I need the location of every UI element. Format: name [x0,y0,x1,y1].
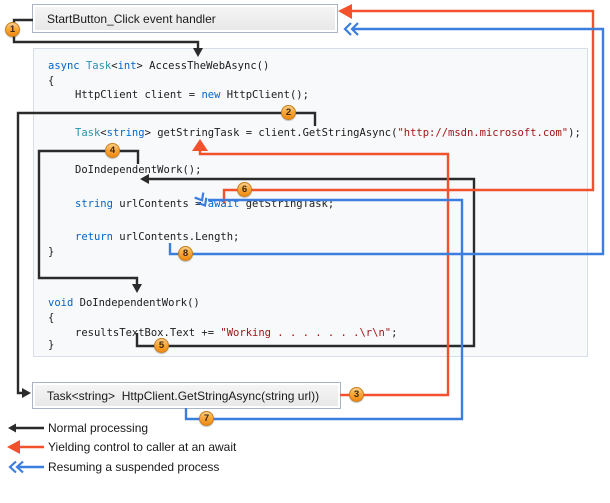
step-badge-4: 4 [105,143,120,158]
step-badge-3: 3 [349,387,364,402]
step-badge-1: 1 [5,22,20,37]
legend-normal-arrowhead [8,423,16,433]
start-handler-label: StartButton_Click event handler [47,11,216,26]
code-line-await: string urlContents = await getStringTask… [75,198,334,210]
legend-arrows [7,423,44,474]
code-segment: Task [85,60,112,72]
code-line-close-brace: } [48,246,54,258]
start-handler-box: StartButton_Click event handler [32,4,338,33]
code-segment: { [48,75,55,87]
step-badge-8: 8 [178,246,193,261]
code-segment: > AccessTheWebAsync() [136,60,270,72]
code-segment: new [201,89,221,101]
code-line-close-brace-2: } [48,339,54,351]
code-segment: void [48,297,74,309]
step-badge-7: 7 [199,411,214,426]
legend-label-resume: Resuming a suspended process [48,460,220,474]
legend-yield-arrowhead [7,440,20,454]
code-segment: urlContents.Length; [112,231,240,243]
code-segment: } [48,246,55,258]
code-segment: > getStringTask = client.GetStringAsync( [144,127,398,139]
getstringasync-box: Task<string> HttpClient.GetStringAsync(s… [32,382,341,409]
code-segment: return [75,231,113,243]
code-line-open-brace: { [48,75,54,87]
code-segment: } [48,339,55,351]
arrowhead-into-getstringasync-box [22,388,31,398]
code-segment: < [111,60,118,72]
code-segment: "Working . . . . . . .\r\n" [220,327,392,339]
code-segment: ); [568,127,581,139]
code-segment: getStringTask; [239,198,335,210]
legend-resume-chevrons [8,460,24,474]
code-segment: DoIndependentWork() [73,297,200,309]
code-segment: HttpClient(); [220,89,309,101]
code-segment: "http://msdn.microsoft.com" [397,127,569,139]
code-line-return: return urlContents.Length; [75,231,239,243]
getstringasync-label: Task<string> HttpClient.GetStringAsync(s… [47,388,320,403]
code-segment: async [48,60,86,72]
code-segment: Task [75,127,101,139]
code-line-resultstextbox: resultsTextBox.Text += "Working . . . . … [75,327,397,339]
code-line-httpclient: HttpClient client = new HttpClient(); [75,89,309,101]
code-segment: HttpClient client = [75,89,202,101]
code-segment: string [106,127,145,139]
legend-label-yield: Yielding control to caller at an await [48,440,237,454]
legend-label-normal: Normal processing [48,421,149,435]
step-badge-5: 5 [154,338,169,353]
code-line-open-brace-2: { [48,312,54,324]
step-badge-2: 2 [281,105,296,120]
code-segment: urlContents = [112,198,208,210]
code-segment: ; [391,327,398,339]
chevron-arrow-into-start-handler [343,22,359,36]
code-segment: DoIndependentWork(); [75,164,202,176]
code-line-getstringtask: Task<string> getStringTask = client.GetS… [75,127,581,139]
code-segment: resultsTextBox.Text += [75,327,221,339]
code-line-doindependentwork-call: DoIndependentWork(); [75,164,201,176]
arrowhead-into-start-handler-red [338,4,352,19]
code-line-method-signature: async Task<int> AccessTheWebAsync() [48,60,269,72]
code-segment: string [75,198,113,210]
code-line-void-signature: void DoIndependentWork() [48,297,200,309]
code-segment: { [48,312,55,324]
code-segment: int [117,60,137,72]
code-segment: await [207,198,240,210]
step-badge-6: 6 [237,182,252,197]
